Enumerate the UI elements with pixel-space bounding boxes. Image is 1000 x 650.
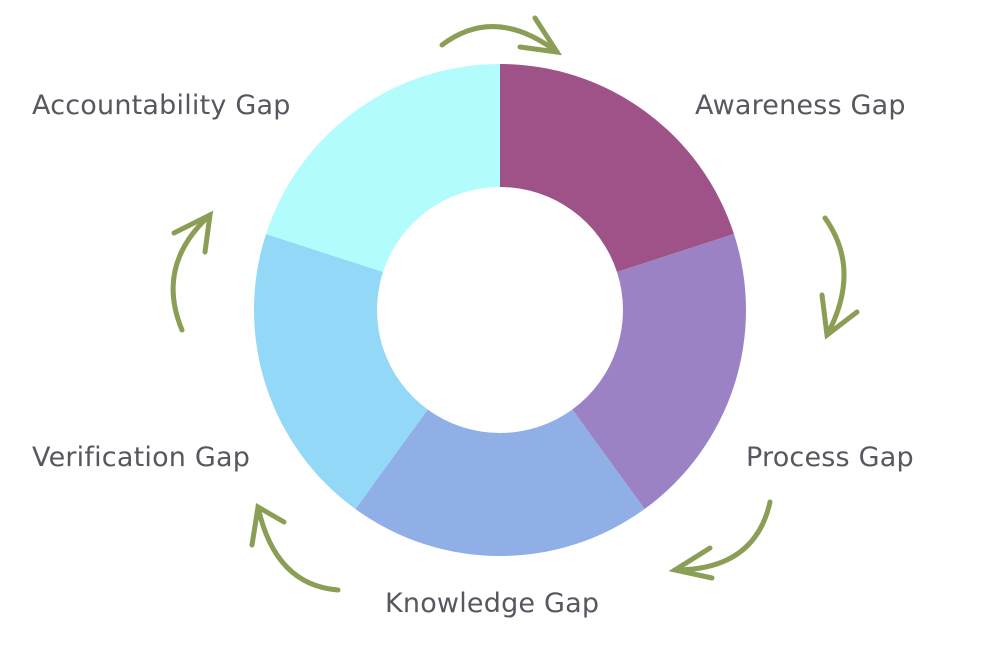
label-process-gap: Process Gap: [746, 442, 914, 473]
segment-accountability-gap: [266, 64, 500, 272]
segment-process-gap: [572, 233, 746, 510]
segment-awareness-gap: [500, 64, 734, 272]
label-accountability-gap: Accountability Gap: [32, 90, 291, 121]
cycle-arrow-icon: [439, 15, 563, 56]
segment-verification-gap: [253, 233, 428, 510]
label-verification-gap: Verification Gap: [32, 442, 251, 473]
cycle-arrow-icon: [249, 503, 341, 593]
cycle-arrow-icon: [170, 210, 214, 333]
cycle-arrow-icon: [668, 499, 773, 581]
label-knowledge-gap: Knowledge Gap: [385, 588, 600, 619]
label-awareness-gap: Awareness Gap: [695, 90, 906, 121]
segment-knowledge-gap: [355, 409, 645, 556]
cycle-arrow-icon: [819, 215, 860, 340]
